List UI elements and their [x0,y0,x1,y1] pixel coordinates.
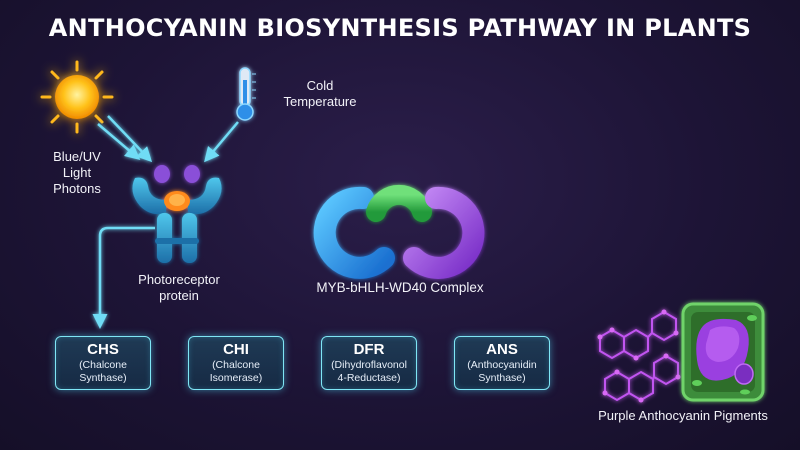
enzyme-abbr: ANS [486,341,518,358]
signal-arrow-to-chs [92,226,155,329]
enzyme-abbr: CHI [223,341,249,358]
anthocyanin-molecule-icon [597,309,681,403]
light-label-text: Blue/UV Light Photons [53,149,101,196]
light-label: Blue/UV Light Photons [40,149,114,197]
enzyme-abbr: CHS [87,341,119,358]
cold-label: Cold Temperature [270,78,370,110]
photoreceptor-label-text: Photoreceptor protein [138,272,220,303]
sun-icon [40,60,114,134]
enzyme-box-chs: CHS (Chalcone Synthase) [55,336,151,390]
page-title: ANTHOCYANIN BIOSYNTHESIS PATHWAY IN PLAN… [48,14,752,42]
cold-label-text: Cold Temperature [283,78,357,109]
enzyme-full-name: (Chalcone Synthase) [79,359,127,384]
enzyme-full-name: (Chalcone Isomerase) [209,359,263,384]
plant-cell-icon [681,302,765,402]
output-label: Purple Anthocyanin Pigments [598,408,768,423]
protein-complex-icon [313,184,485,279]
enzyme-box-chi: CHI (Chalcone Isomerase) [188,336,284,390]
light-input-arrows [97,115,153,163]
enzyme-abbr: DFR [353,341,385,358]
thermometer-icon [236,67,256,121]
photoreceptor-protein-icon [132,165,222,263]
enzyme-box-dfr: DFR (Dihydroflavonol 4-Reductase) [321,336,417,390]
enzyme-full-name: (Anthocyanidin Synthase) [467,359,537,384]
photoreceptor-label: Photoreceptor protein [124,272,234,304]
enzyme-box-ans: ANS (Anthocyanidin Synthase) [454,336,550,390]
complex-label: MYB-bHLH-WD40 Complex [316,280,484,295]
enzyme-full-name: (Dihydroflavonol 4-Reductase) [331,359,407,384]
cold-input-arrow [204,121,239,163]
